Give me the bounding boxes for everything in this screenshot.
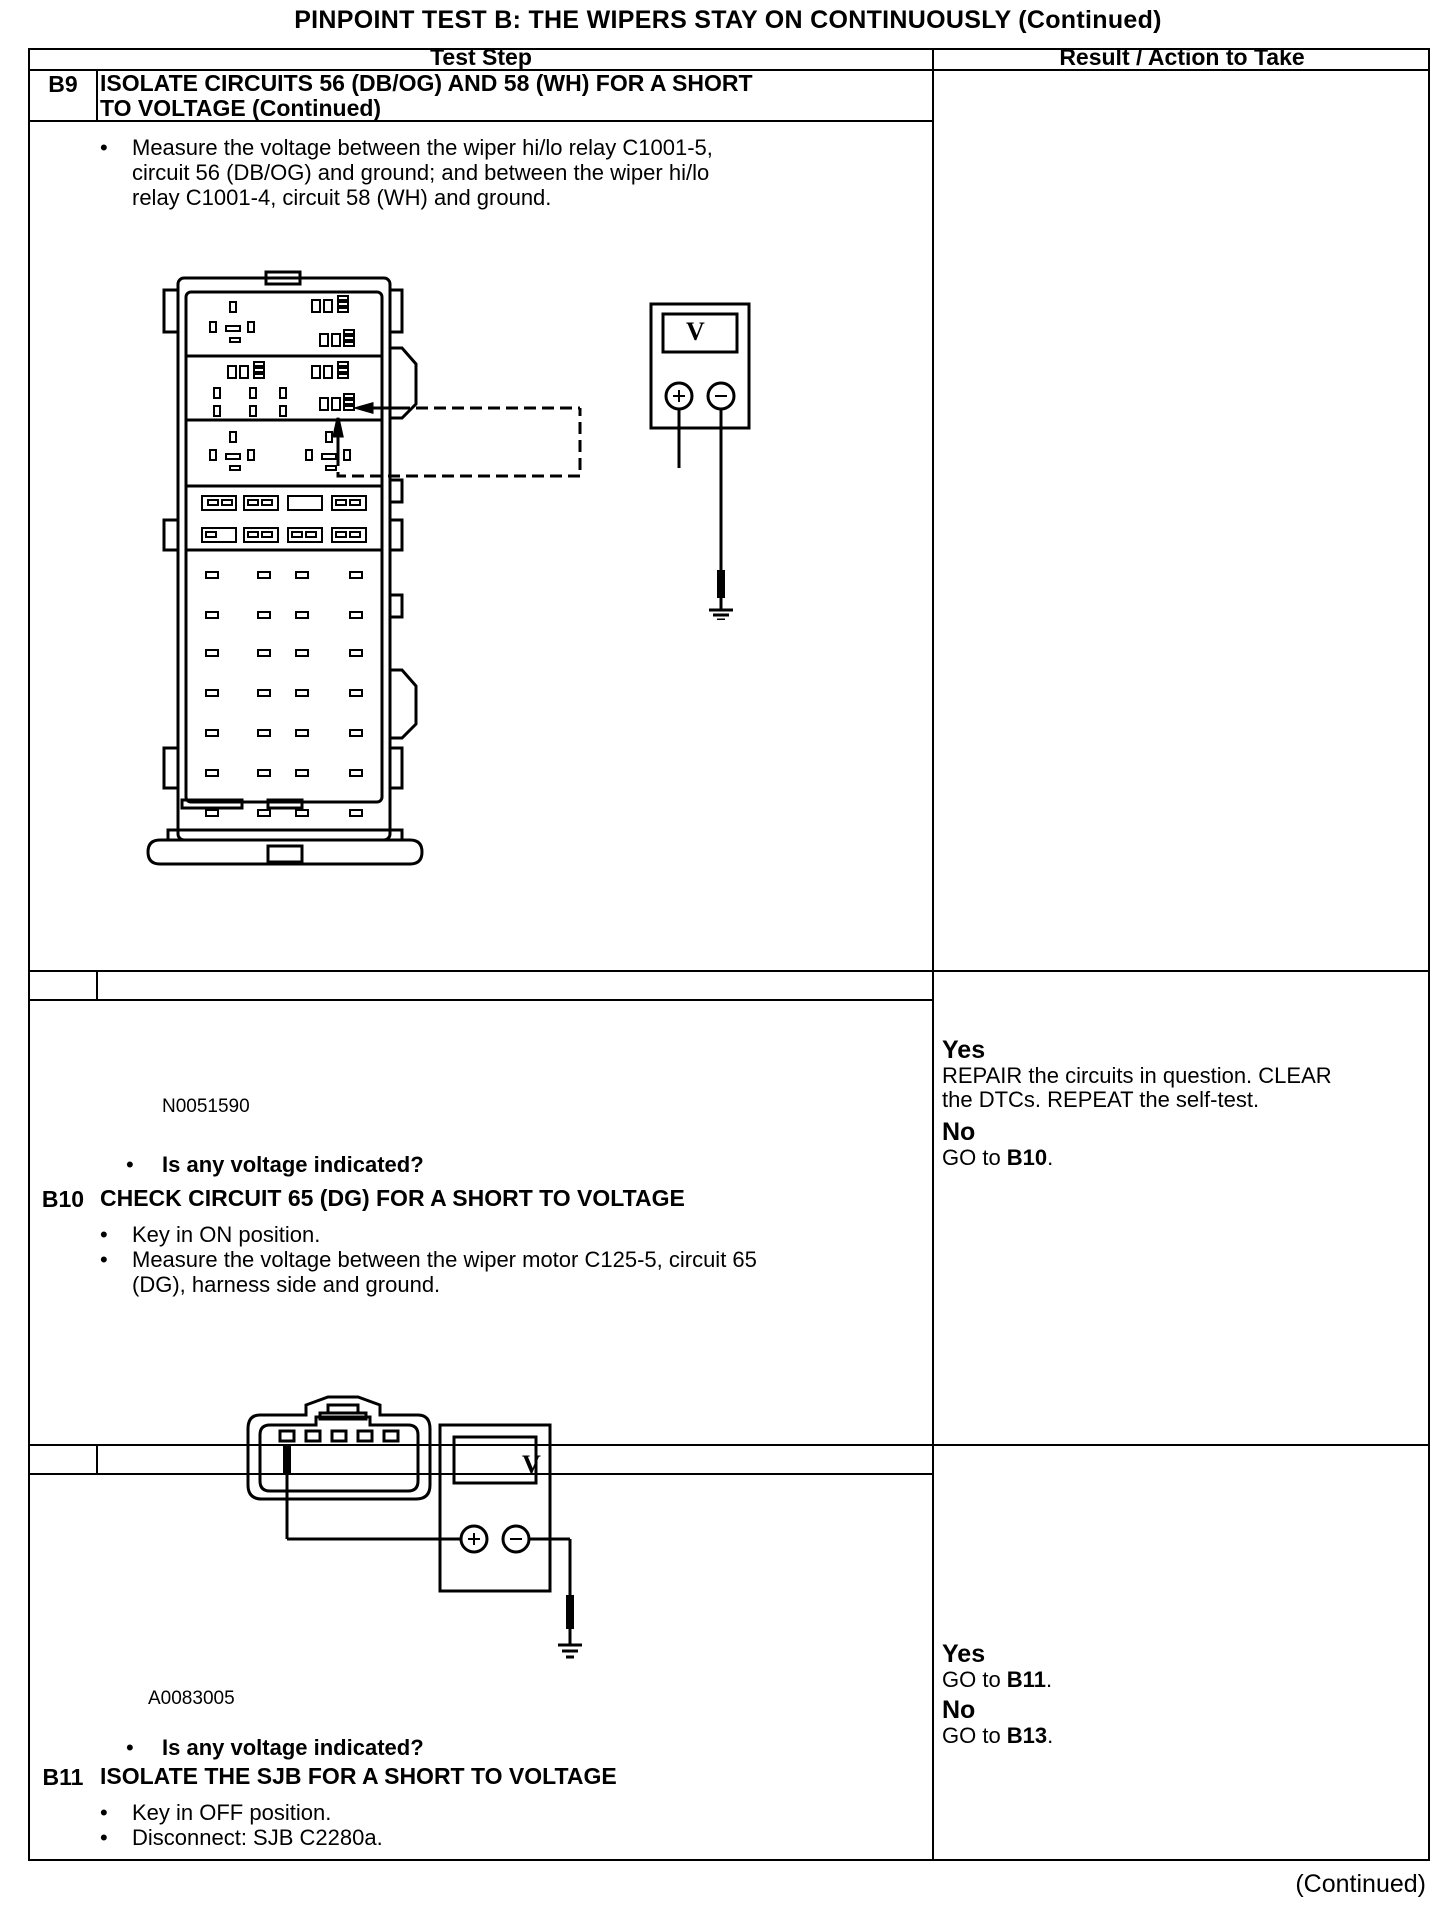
question-b9: Is any voltage indicated? — [126, 1152, 424, 1178]
relay-box-diagram — [146, 270, 582, 866]
step-title-b9: ISOLATE CIRCUITS 56 (DB/OG) AND 58 (WH) … — [100, 70, 753, 121]
figure-id-b9: N0051590 — [162, 1096, 250, 1117]
step-instructions-b10: • Key in ON position. • Measure the volt… — [100, 1222, 757, 1297]
pinpoint-test-table: Test Step Result / Action to Take — [28, 44, 1430, 1861]
meter-label-b9: V — [686, 317, 705, 346]
continued-note: (Continued) — [1295, 1870, 1426, 1898]
meter-label-b10: V — [522, 1450, 541, 1479]
step-instructions-b11: • Key in OFF position. • Disconnect: SJB… — [100, 1800, 383, 1850]
question-b10: Is any voltage indicated? — [126, 1735, 424, 1761]
step-title-b11: ISOLATE THE SJB FOR A SHORT TO VOLTAGE — [100, 1763, 617, 1789]
no-label-b10: No — [942, 1696, 976, 1724]
goto-b10-link[interactable]: B10 — [1006, 1145, 1048, 1170]
step-instructions-b9: • Measure the voltage between the wiper … — [100, 135, 713, 210]
goto-b11-link[interactable]: B11 — [1006, 1667, 1046, 1692]
header-test-step: Test Step — [430, 44, 532, 70]
step-id-b10: B10 — [41, 1186, 85, 1212]
wiper-motor-connector-diagram — [246, 1395, 582, 1659]
yes-label-b9: Yes — [942, 1036, 986, 1064]
result-b9: Yes REPAIR the circuits in question. CLE… — [942, 1036, 1332, 1170]
result-b10: Yes GO to B11. No GO to B13. — [942, 1640, 1054, 1748]
step-id-b9: B9 — [48, 71, 78, 97]
yes-label-b10: Yes — [942, 1640, 986, 1668]
goto-b13-link[interactable]: B13 — [1006, 1723, 1048, 1748]
step-id-b11: B11 — [42, 1764, 84, 1790]
voltmeter-b9 — [649, 302, 751, 620]
step-title-b10: CHECK CIRCUIT 65 (DG) FOR A SHORT TO VOL… — [100, 1185, 685, 1211]
figure-id-b10: A0083005 — [148, 1688, 235, 1709]
header-result-action: Result / Action to Take — [1059, 44, 1305, 70]
page-title: PINPOINT TEST B: THE WIPERS STAY ON CONT… — [294, 6, 1162, 34]
no-label-b9: No — [942, 1118, 976, 1146]
